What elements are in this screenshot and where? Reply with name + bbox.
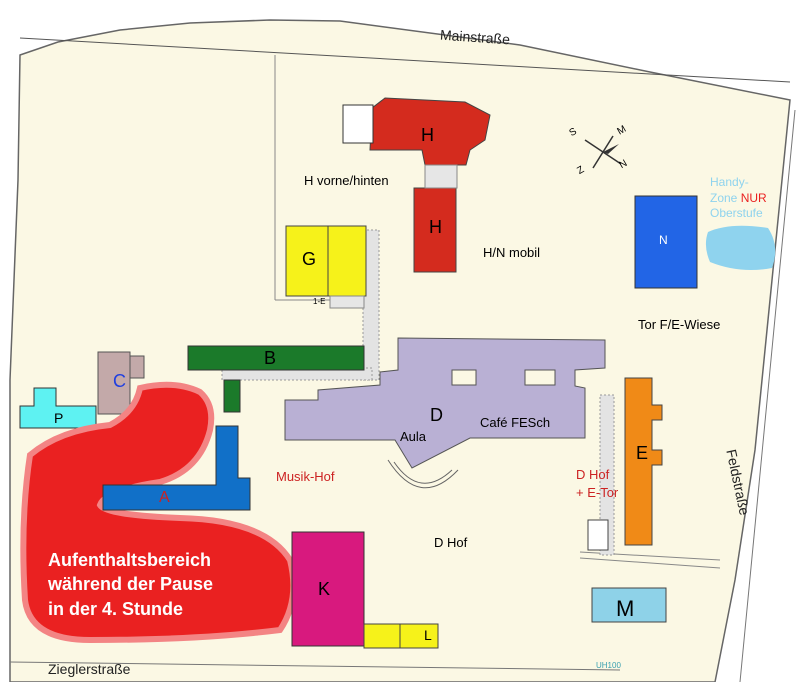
building-label-p: P	[54, 410, 64, 426]
handy-zone-line2: Zone NUR	[710, 191, 767, 207]
handy-zone-line3: Oberstufe	[710, 206, 763, 221]
handy-zone-nur: NUR	[740, 190, 767, 205]
building-label-d: D	[430, 405, 443, 425]
building-label-l: L	[424, 627, 432, 643]
pause-area-line2: während der Pause	[48, 574, 214, 595]
pause-area-line3: in der 4. Stunde	[48, 598, 184, 619]
building-label-a: A	[159, 489, 170, 506]
label-tor-fe-wiese: Tor F/E-Wiese	[638, 317, 721, 332]
street-label-zieglerstrasse: Zieglerstraße	[48, 661, 131, 677]
building-label-n: N	[659, 233, 668, 247]
label-hn-mobil: H/N mobil	[483, 245, 541, 260]
building-label-e: E	[636, 443, 649, 463]
building-e	[624, 377, 663, 546]
handy-zone-line1: Handy-	[710, 175, 749, 189]
pause-area-label: Aufenthaltsbereich während der Pause in …	[48, 548, 213, 621]
compass-rose	[584, 135, 622, 169]
label-h-vorne-hinten: H vorne/hinten	[304, 173, 389, 188]
building-label-h-lower: H	[429, 217, 442, 237]
zieglerstrasse-edge	[9, 661, 621, 671]
building-c	[97, 351, 131, 415]
building-n	[634, 195, 698, 289]
building-g	[285, 225, 367, 297]
label-1-e: 1-E	[313, 297, 326, 306]
label-aula: Aula	[400, 429, 427, 444]
building-p	[19, 387, 97, 429]
covered-walkway	[599, 394, 615, 556]
label-cafe-fesch: Café FESch	[480, 415, 551, 430]
label-uh100: UH100	[596, 661, 621, 670]
building-h-upper	[369, 97, 491, 166]
building-label-m: M	[616, 596, 635, 621]
building-label-c: C	[113, 371, 126, 391]
building-label-k: K	[318, 579, 331, 599]
handy-zone-zone: Zone	[710, 190, 741, 205]
building-label-h-upper: H	[421, 125, 434, 145]
building-label-b: B	[264, 348, 277, 368]
building-h-link	[424, 164, 458, 189]
handy-zone-label: Handy- Zone NUR Oberstufe	[710, 175, 767, 222]
courtyard-arc	[387, 459, 459, 489]
feldstrasse-edge	[739, 109, 796, 682]
e-gate-box	[587, 519, 609, 551]
mainstrasse-edge	[19, 37, 791, 83]
covered-walkway	[221, 367, 373, 381]
building-h-stair	[342, 104, 374, 144]
pause-area-line1: Aufenthaltsbereich	[48, 550, 212, 570]
building-l	[363, 623, 439, 649]
property-line	[579, 557, 721, 569]
building-1e	[329, 295, 365, 309]
label-d-hof-tor-1: D Hof	[576, 467, 610, 482]
building-m	[591, 587, 667, 623]
building-h-lower	[413, 187, 457, 273]
building-a	[102, 425, 251, 511]
label-d-hof-tor-2: + E-Tor	[576, 485, 619, 500]
handy-zone	[705, 225, 776, 270]
label-musik-hof: Musik-Hof	[276, 469, 335, 484]
building-green-small	[223, 379, 241, 413]
building-b	[187, 345, 365, 371]
building-k	[291, 531, 365, 647]
building-label-g: G	[302, 249, 317, 269]
label-d-hof: D Hof	[434, 535, 468, 550]
